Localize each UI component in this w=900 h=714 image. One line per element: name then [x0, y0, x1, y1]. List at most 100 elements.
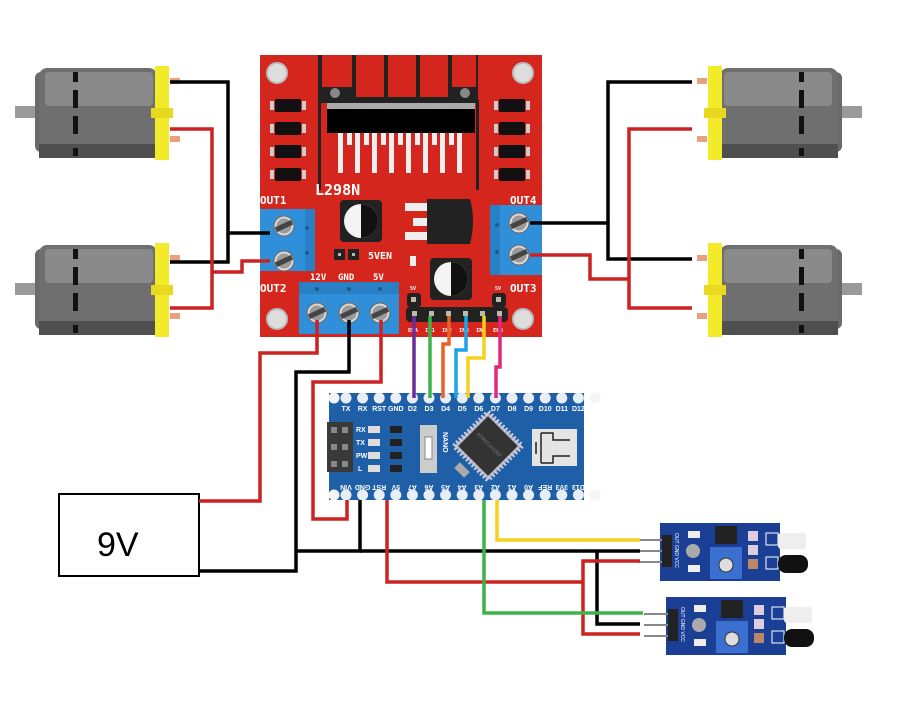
- nano-pin-label-a5: A5: [441, 483, 450, 490]
- nano-pin-a2[interactable]: [489, 489, 501, 501]
- l298n-driver-board: L298N OUT1 OUT4 OUT2 OUT3 5VEN: [260, 55, 542, 337]
- nano-pin-label-d12: D12: [572, 406, 585, 413]
- wire-motor-lt-black: [170, 80, 270, 235]
- nano-pin-d5[interactable]: [456, 392, 468, 404]
- wire-in2-d5: [441, 316, 451, 398]
- wire-nano-5v: [385, 500, 583, 584]
- nano-pin-rx[interactable]: [357, 392, 369, 404]
- nano-pin-label-a7: A7: [408, 483, 417, 490]
- nano-pin-label-ref: REF: [537, 483, 552, 490]
- heatsink: [318, 55, 479, 190]
- terminal-gnd-label: GND: [338, 273, 355, 283]
- nano-pin-label-5v: 5V: [391, 483, 400, 490]
- usb-port[interactable]: [532, 429, 577, 466]
- nano-pin-label-d6: D6: [474, 406, 483, 413]
- nano-pin-label-d7: D7: [491, 406, 500, 413]
- out1-label: OUT1: [260, 194, 287, 207]
- wire-a1-sensor2: [482, 500, 643, 615]
- nano-name-label: NANO: [441, 432, 448, 453]
- nano-pin-3v3[interactable]: [556, 489, 568, 501]
- nano-pin-label-vin: VIN: [340, 483, 352, 490]
- wire-in4-d7: [466, 316, 486, 398]
- nano-pin-label-tx: TX: [342, 406, 351, 413]
- header-in4-label: IN4: [476, 328, 487, 334]
- nano-pin-label-d3: D3: [425, 406, 434, 413]
- nano-pin-a7[interactable]: [406, 489, 418, 501]
- motor-right-top: [697, 66, 862, 160]
- nano-pin-label-a1: A1: [507, 483, 516, 490]
- sensor-pin-label: OUT GND VCC: [673, 533, 679, 568]
- nano-pin-label-rst: RST: [372, 406, 387, 413]
- nano-pin-a3[interactable]: [473, 489, 485, 501]
- wire-sensor2-gnd: [595, 551, 640, 626]
- nano-pin-label-rx: RX: [358, 406, 368, 413]
- voltage-regulator: [405, 199, 473, 244]
- motor-left-top: [15, 66, 180, 160]
- driver-name-label: L298N: [315, 181, 360, 199]
- nano-pin-ref[interactable]: [539, 489, 551, 501]
- nano-pin-a1[interactable]: [506, 489, 518, 501]
- nano-pin-label-d2: D2: [408, 406, 417, 413]
- wire-out4-black: [530, 80, 692, 225]
- header-5v-left-label: 5V: [410, 286, 416, 292]
- icsp-header: [327, 422, 353, 472]
- nano-mount-hole: [589, 392, 601, 404]
- capacitor-right: [430, 258, 472, 300]
- wire-5v-vin: [311, 320, 383, 521]
- nano-pin-a4[interactable]: [456, 489, 468, 501]
- nano-pin-d10[interactable]: [539, 392, 551, 404]
- nano-pin-d12[interactable]: [572, 392, 584, 404]
- nano-pin-label-d5: D5: [458, 406, 467, 413]
- nano-pin-label-d11: D11: [556, 406, 569, 413]
- nano-pin-label-d8: D8: [508, 406, 517, 413]
- nano-pin-d11[interactable]: [556, 392, 568, 404]
- battery-9v: 9V: [58, 493, 200, 577]
- battery-label: 9V: [97, 526, 139, 564]
- nano-pin-label-gnd: GND: [355, 483, 371, 490]
- nano-pin-vin[interactable]: [340, 489, 352, 501]
- nano-mount-hole: [589, 489, 601, 501]
- wire-motor-left-red: [170, 127, 214, 310]
- led-indicator: [410, 256, 416, 266]
- nano-pin-label-d13: D13: [572, 483, 585, 490]
- nano-pin-d9[interactable]: [523, 392, 535, 404]
- led-pw-label: PW: [356, 453, 368, 460]
- out3-label: OUT3: [510, 282, 537, 295]
- diodes-left: [270, 99, 306, 181]
- header-in2-label: IN2: [442, 328, 452, 334]
- nano-pin-a5[interactable]: [440, 489, 452, 501]
- nano-mount-hole: [328, 489, 340, 501]
- nano-pin-a6[interactable]: [423, 489, 435, 501]
- wire-motor-right-red: [627, 127, 692, 310]
- wire-enb-d9: [494, 316, 502, 398]
- out2-label: OUT2: [260, 282, 287, 295]
- led-tx-label: TX: [356, 440, 365, 447]
- nano-pin-d8[interactable]: [506, 392, 518, 404]
- 5ven-label: 5VEN: [368, 251, 392, 262]
- nano-pin-rst[interactable]: [373, 392, 385, 404]
- nano-pin-d13[interactable]: [572, 489, 584, 501]
- nano-pin-5v[interactable]: [390, 489, 402, 501]
- out4-label: OUT4: [510, 194, 537, 207]
- reset-button[interactable]: [420, 425, 437, 473]
- led-l-label: L: [358, 466, 363, 473]
- nano-pin-a0[interactable]: [523, 489, 535, 501]
- wire-nano-gnd: [296, 500, 362, 553]
- nano-mount-hole: [328, 392, 340, 404]
- wire-sensor-vcc: [581, 559, 640, 636]
- nano-pin-d6[interactable]: [473, 392, 485, 404]
- ir-sensor-1: OUT GND VCC: [638, 523, 808, 581]
- nano-pin-label-3v3: 3V3: [555, 483, 568, 490]
- wires: [170, 80, 692, 636]
- nano-pin-gnd[interactable]: [390, 392, 402, 404]
- nano-pin-gnd[interactable]: [357, 489, 369, 501]
- nano-pin-label-gnd: GND: [388, 406, 404, 413]
- nano-leds: RX TX PW L: [356, 426, 402, 473]
- nano-pin-rst[interactable]: [373, 489, 385, 501]
- terminal-out3-out4[interactable]: [490, 205, 542, 275]
- nano-pin-tx[interactable]: [340, 392, 352, 404]
